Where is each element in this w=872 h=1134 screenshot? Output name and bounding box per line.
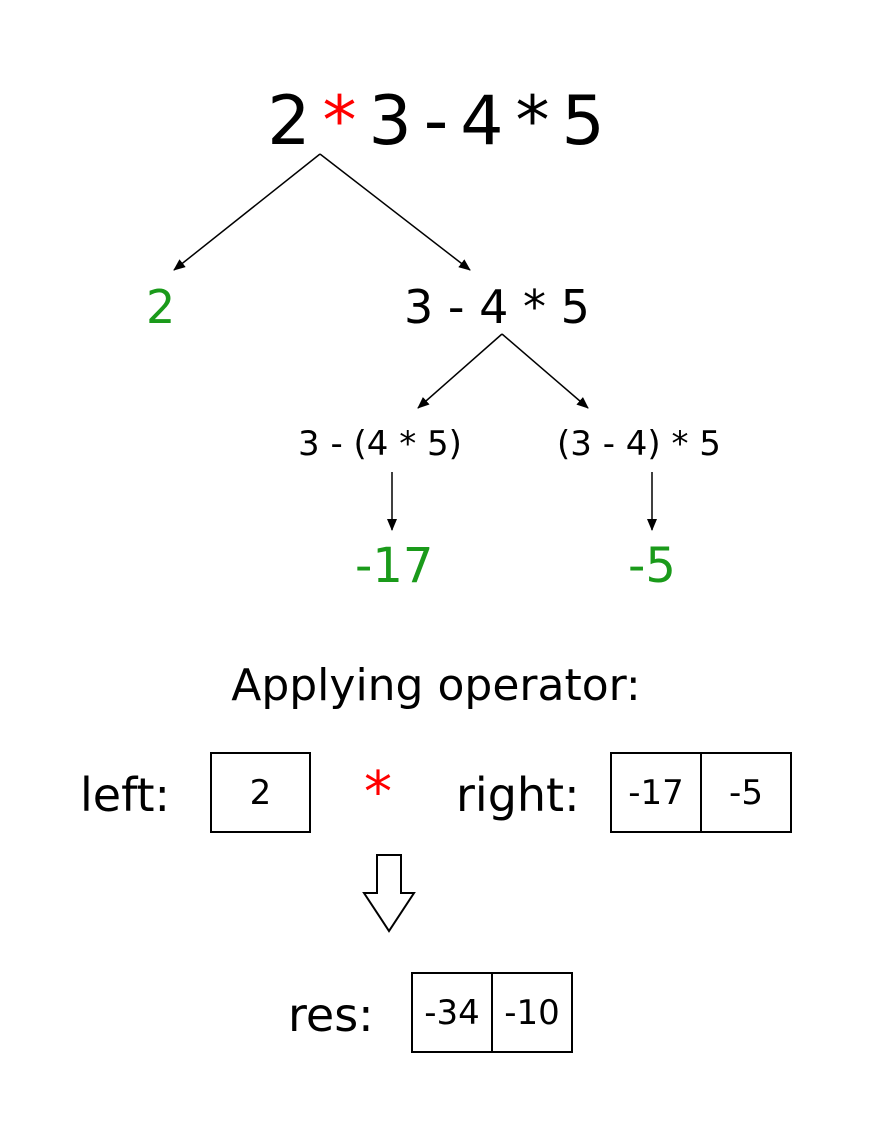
expr-token: * xyxy=(515,82,550,161)
root-expression: 2*3-4*5 xyxy=(0,82,872,161)
res-label: res: xyxy=(288,988,374,1042)
res-value-cell: -34 xyxy=(411,972,493,1053)
result-down-arrow-icon xyxy=(362,854,416,933)
expr-token: 4 xyxy=(460,82,504,161)
apply-heading: Applying operator: xyxy=(231,660,641,711)
right-subexpression: 3 - 4 * 5 xyxy=(404,280,590,334)
arrow-root-right xyxy=(319,153,471,271)
right-label: right: xyxy=(456,768,580,822)
grouping-right: (3 - 4) * 5 xyxy=(557,424,721,464)
arrow-sub-left xyxy=(417,333,503,409)
expr-token: 3 xyxy=(368,82,412,161)
arrow-root-left xyxy=(173,153,321,271)
arrow-sub-right xyxy=(501,333,589,409)
expr-token: 5 xyxy=(561,82,605,161)
left-operand-value: 2 xyxy=(146,280,176,334)
expr-highlighted-operator: * xyxy=(322,82,357,161)
left-value-cell: 2 xyxy=(210,752,311,833)
result-left: -17 xyxy=(355,538,434,594)
expr-operand-1: 2 xyxy=(267,82,311,161)
apply-operator: * xyxy=(364,760,392,825)
expr-token: - xyxy=(423,82,449,161)
grouping-left: 3 - (4 * 5) xyxy=(298,424,462,464)
right-value-cell: -5 xyxy=(700,752,792,833)
res-value-cell: -10 xyxy=(491,972,573,1053)
result-right: -5 xyxy=(628,538,676,594)
left-label: left: xyxy=(80,768,171,822)
right-value-cell: -17 xyxy=(610,752,702,833)
